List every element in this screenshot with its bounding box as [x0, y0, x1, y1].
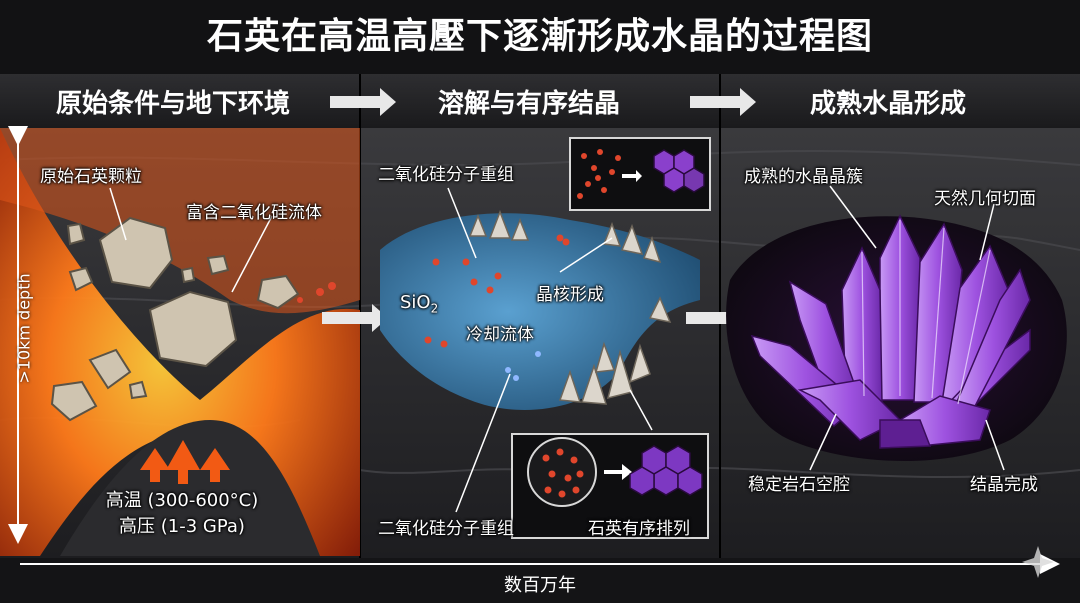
label-stable-cavity: 稳定岩石空腔 — [748, 475, 850, 495]
time-axis-label: 数百万年 — [504, 575, 576, 596]
stage-3-label: 成熟水晶形成 — [810, 89, 967, 119]
label-ordered-arrangement: 石英有序排列 — [588, 519, 690, 539]
label-regroup-top: 二氧化硅分子重组 — [378, 165, 514, 185]
amethyst-cluster — [750, 214, 1031, 449]
stage-2-label: 溶解与有序结晶 — [438, 89, 621, 119]
label-crystal-complete: 结晶完成 — [970, 475, 1038, 495]
magma-region — [0, 128, 360, 556]
label-raw-grains: 原始石英颗粒 — [40, 167, 142, 187]
label-natural-facets: 天然几何切面 — [934, 189, 1036, 209]
condition-temperature: 高温 (300-600°C) — [105, 490, 259, 511]
arrow-right-icon — [330, 88, 756, 116]
label-nucleation: 晶核形成 — [536, 285, 604, 305]
depth-axis-label: >10km depth — [14, 273, 34, 384]
stage-1-label: 原始条件与地下环境 — [56, 89, 291, 119]
label-sio2: SiO2 — [400, 292, 439, 316]
label-silica-fluid: 富含二氧化硅流体 — [186, 203, 322, 223]
label-cluster: 成熟的水晶晶簇 — [744, 167, 863, 187]
label-cooling-fluid: 冷却流体 — [466, 325, 534, 345]
sparkle-icon — [1022, 546, 1054, 578]
arrow-up-icon — [140, 440, 230, 484]
diagram-title: 石英在高温高壓下逐漸形成水晶的过程图 — [206, 16, 873, 57]
condition-pressure: 高压 (1-3 GPa) — [119, 516, 245, 537]
label-regroup-bottom: 二氧化硅分子重组 — [378, 519, 514, 539]
